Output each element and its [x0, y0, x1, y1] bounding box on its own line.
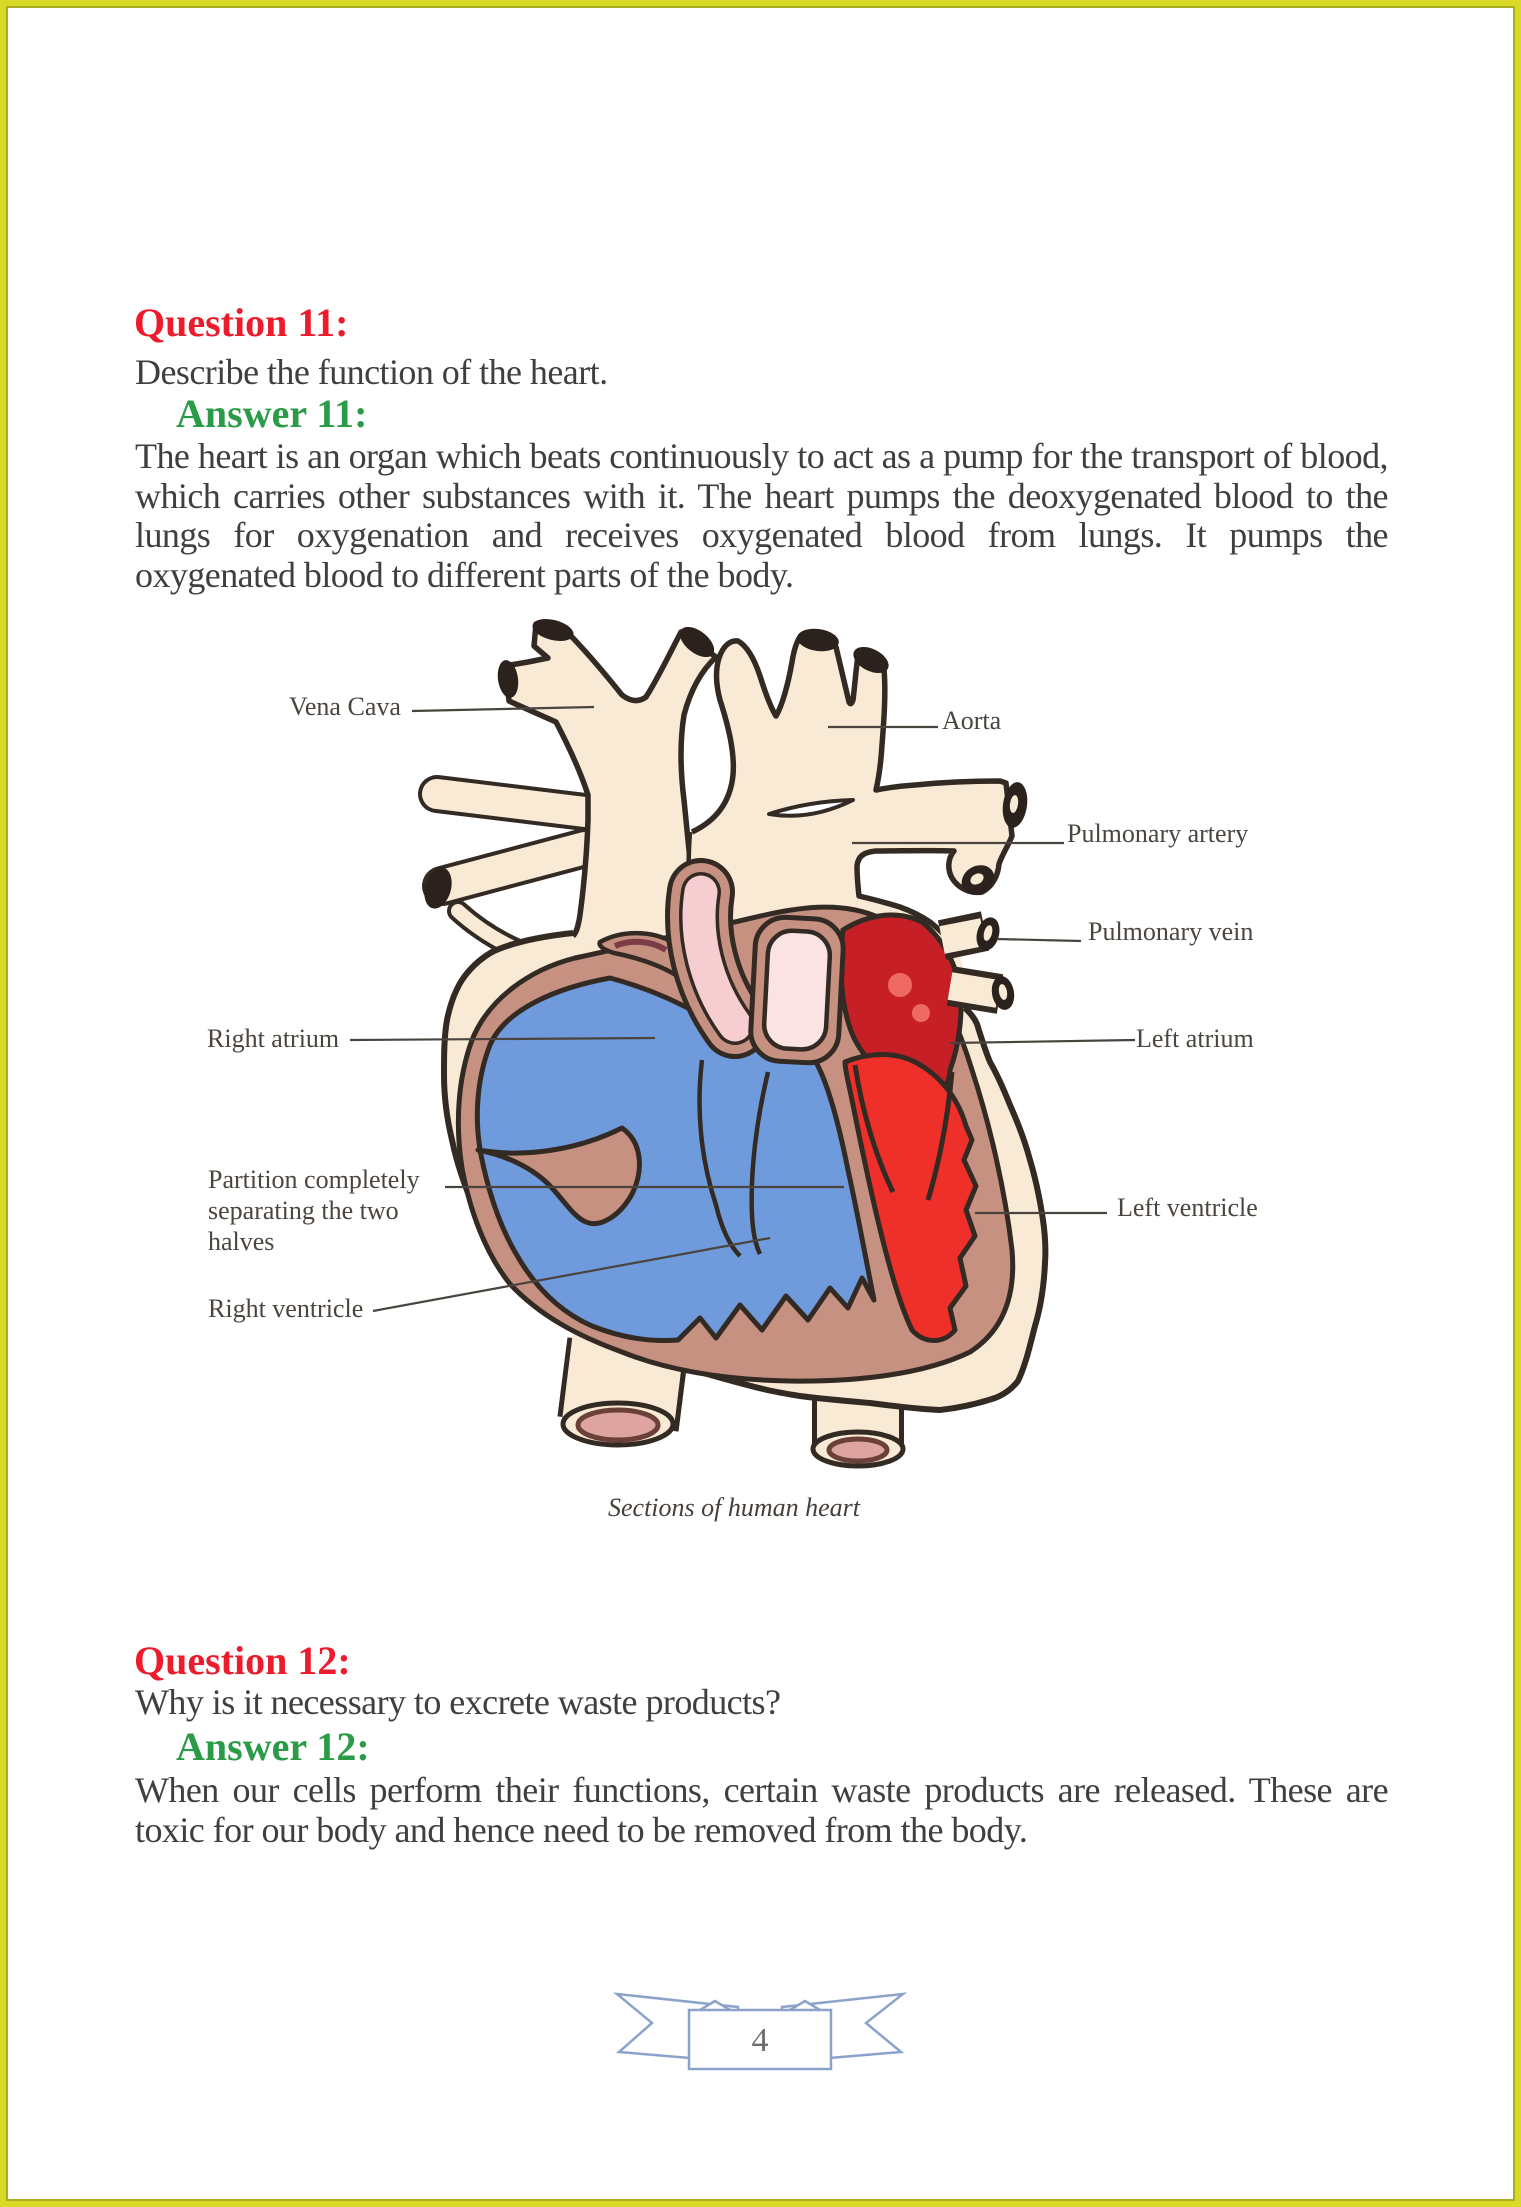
svg-text:4: 4 [752, 2022, 769, 2059]
